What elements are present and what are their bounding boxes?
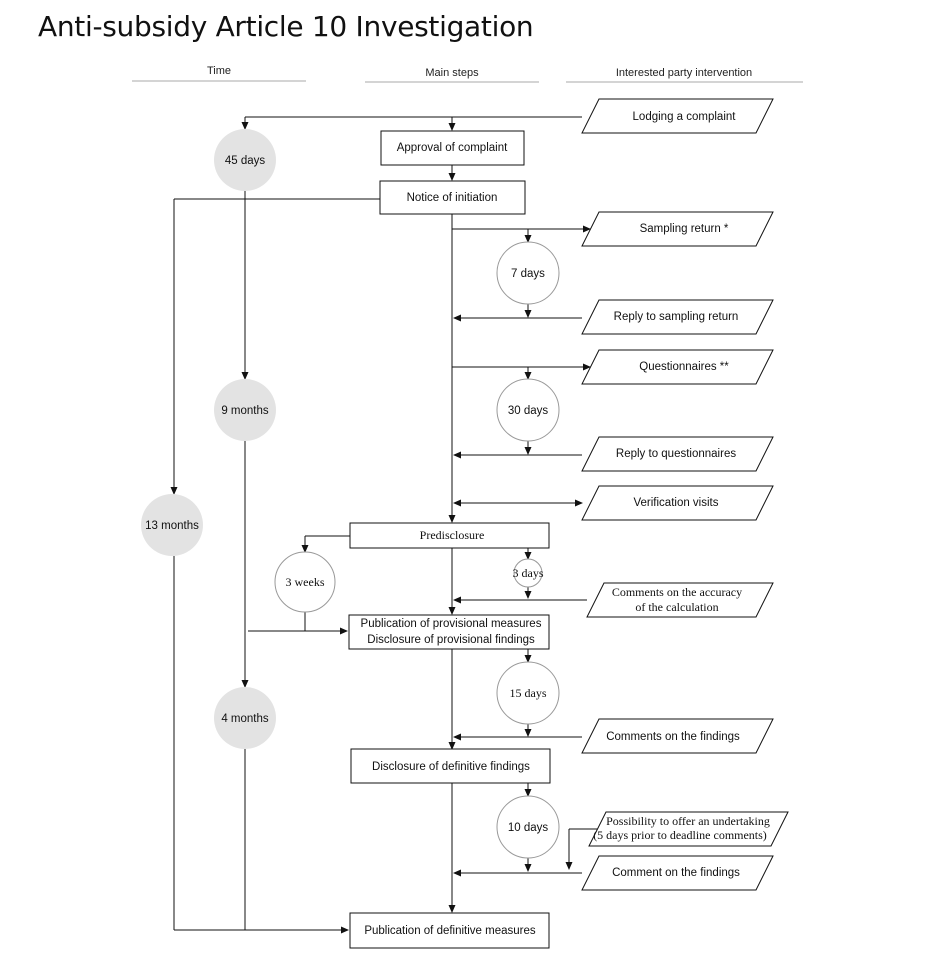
box-approval-of-complaint	[380, 130, 525, 166]
circle-9-months	[214, 379, 276, 441]
label-3-days: 3 days	[513, 566, 544, 580]
label-15-days: 15 days	[510, 686, 547, 700]
shape-lodging-complaint	[581, 98, 774, 134]
shape-sampling-return	[581, 211, 774, 247]
label-45-days: 45 days	[225, 155, 266, 167]
shape-questionnaires	[581, 349, 774, 385]
column-header-main: Main steps	[425, 67, 479, 79]
circle-4-months	[214, 687, 276, 749]
label-notice-of-initiation: Notice of initiation	[407, 192, 498, 204]
label-definitive-findings: Disclosure of definitive findings	[372, 761, 530, 773]
circle-45-days	[214, 129, 276, 191]
label-sampling-return: Sampling return *	[640, 223, 729, 235]
label-9-months: 9 months	[221, 405, 269, 417]
label-verification-visits: Verification visits	[633, 497, 718, 509]
shape-reply-sampling	[581, 299, 774, 335]
label-3-weeks: 3 weeks	[286, 575, 325, 589]
shape-comments-findings	[581, 718, 774, 754]
label-lodging-complaint: Lodging a complaint	[633, 111, 737, 123]
main-steps	[348, 130, 551, 949]
circle-7-days	[496, 241, 560, 305]
column-header-time: Time	[207, 65, 231, 77]
label-approval-of-complaint: Approval of complaint	[397, 142, 508, 154]
label-undertaking-2: (5 days prior to deadline comments)	[593, 828, 767, 842]
shape-comment-findings	[581, 855, 774, 891]
label-predisclosure: Predisclosure	[420, 528, 485, 542]
circle-13-months	[141, 494, 203, 556]
column-header-party: Interested party intervention	[616, 67, 752, 79]
page-title: Anti-subsidy Article 10 Investigation	[38, 10, 534, 43]
label-comment-on-findings: Comment on the findings	[612, 867, 740, 879]
shape-undertaking	[588, 811, 789, 847]
label-provisional-findings: Disclosure of provisional findings	[367, 634, 535, 646]
box-provisional	[348, 614, 550, 650]
label-4-months: 4 months	[221, 713, 269, 725]
time-circles: 45 days 9 months 13 months 4 months	[141, 129, 276, 749]
label-accuracy-2: of the calculation	[635, 600, 718, 614]
label-questionnaires: Questionnaires **	[639, 361, 729, 373]
shape-accuracy-comments	[586, 582, 774, 618]
circle-15-days	[496, 661, 560, 725]
circle-10-days	[496, 795, 560, 859]
box-definitive-findings	[350, 748, 551, 784]
label-definitive-measures: Publication of definitive measures	[364, 925, 536, 937]
duration-circles: 7 days 30 days 3 days 3 weeks 15 days 10…	[274, 241, 560, 859]
circle-3-days	[513, 558, 543, 588]
box-predisclosure	[349, 522, 550, 549]
label-provisional-measures: Publication of provisional measures	[361, 618, 542, 630]
shape-verification-visits	[581, 485, 774, 521]
label-undertaking-1: Possibility to offer an undertaking	[606, 814, 770, 828]
box-definitive-measures	[349, 912, 550, 949]
label-reply-sampling: Reply to sampling return	[614, 311, 739, 323]
circle-30-days	[496, 378, 560, 442]
label-30-days: 30 days	[508, 405, 549, 417]
box-notice-of-initiation	[379, 180, 526, 215]
shape-reply-questionnaires	[581, 436, 774, 472]
connectors	[170, 116, 598, 934]
label-reply-questionnaires: Reply to questionnaires	[616, 448, 736, 460]
label-accuracy-1: Comments on the accuracy	[612, 585, 742, 599]
label-7-days: 7 days	[511, 268, 545, 280]
label-13-months: 13 months	[145, 520, 199, 532]
label-10-days: 10 days	[508, 822, 549, 834]
label-comments-on-findings: Comments on the findings	[606, 731, 740, 743]
circle-3-weeks	[274, 551, 336, 613]
party-interventions	[581, 98, 789, 891]
